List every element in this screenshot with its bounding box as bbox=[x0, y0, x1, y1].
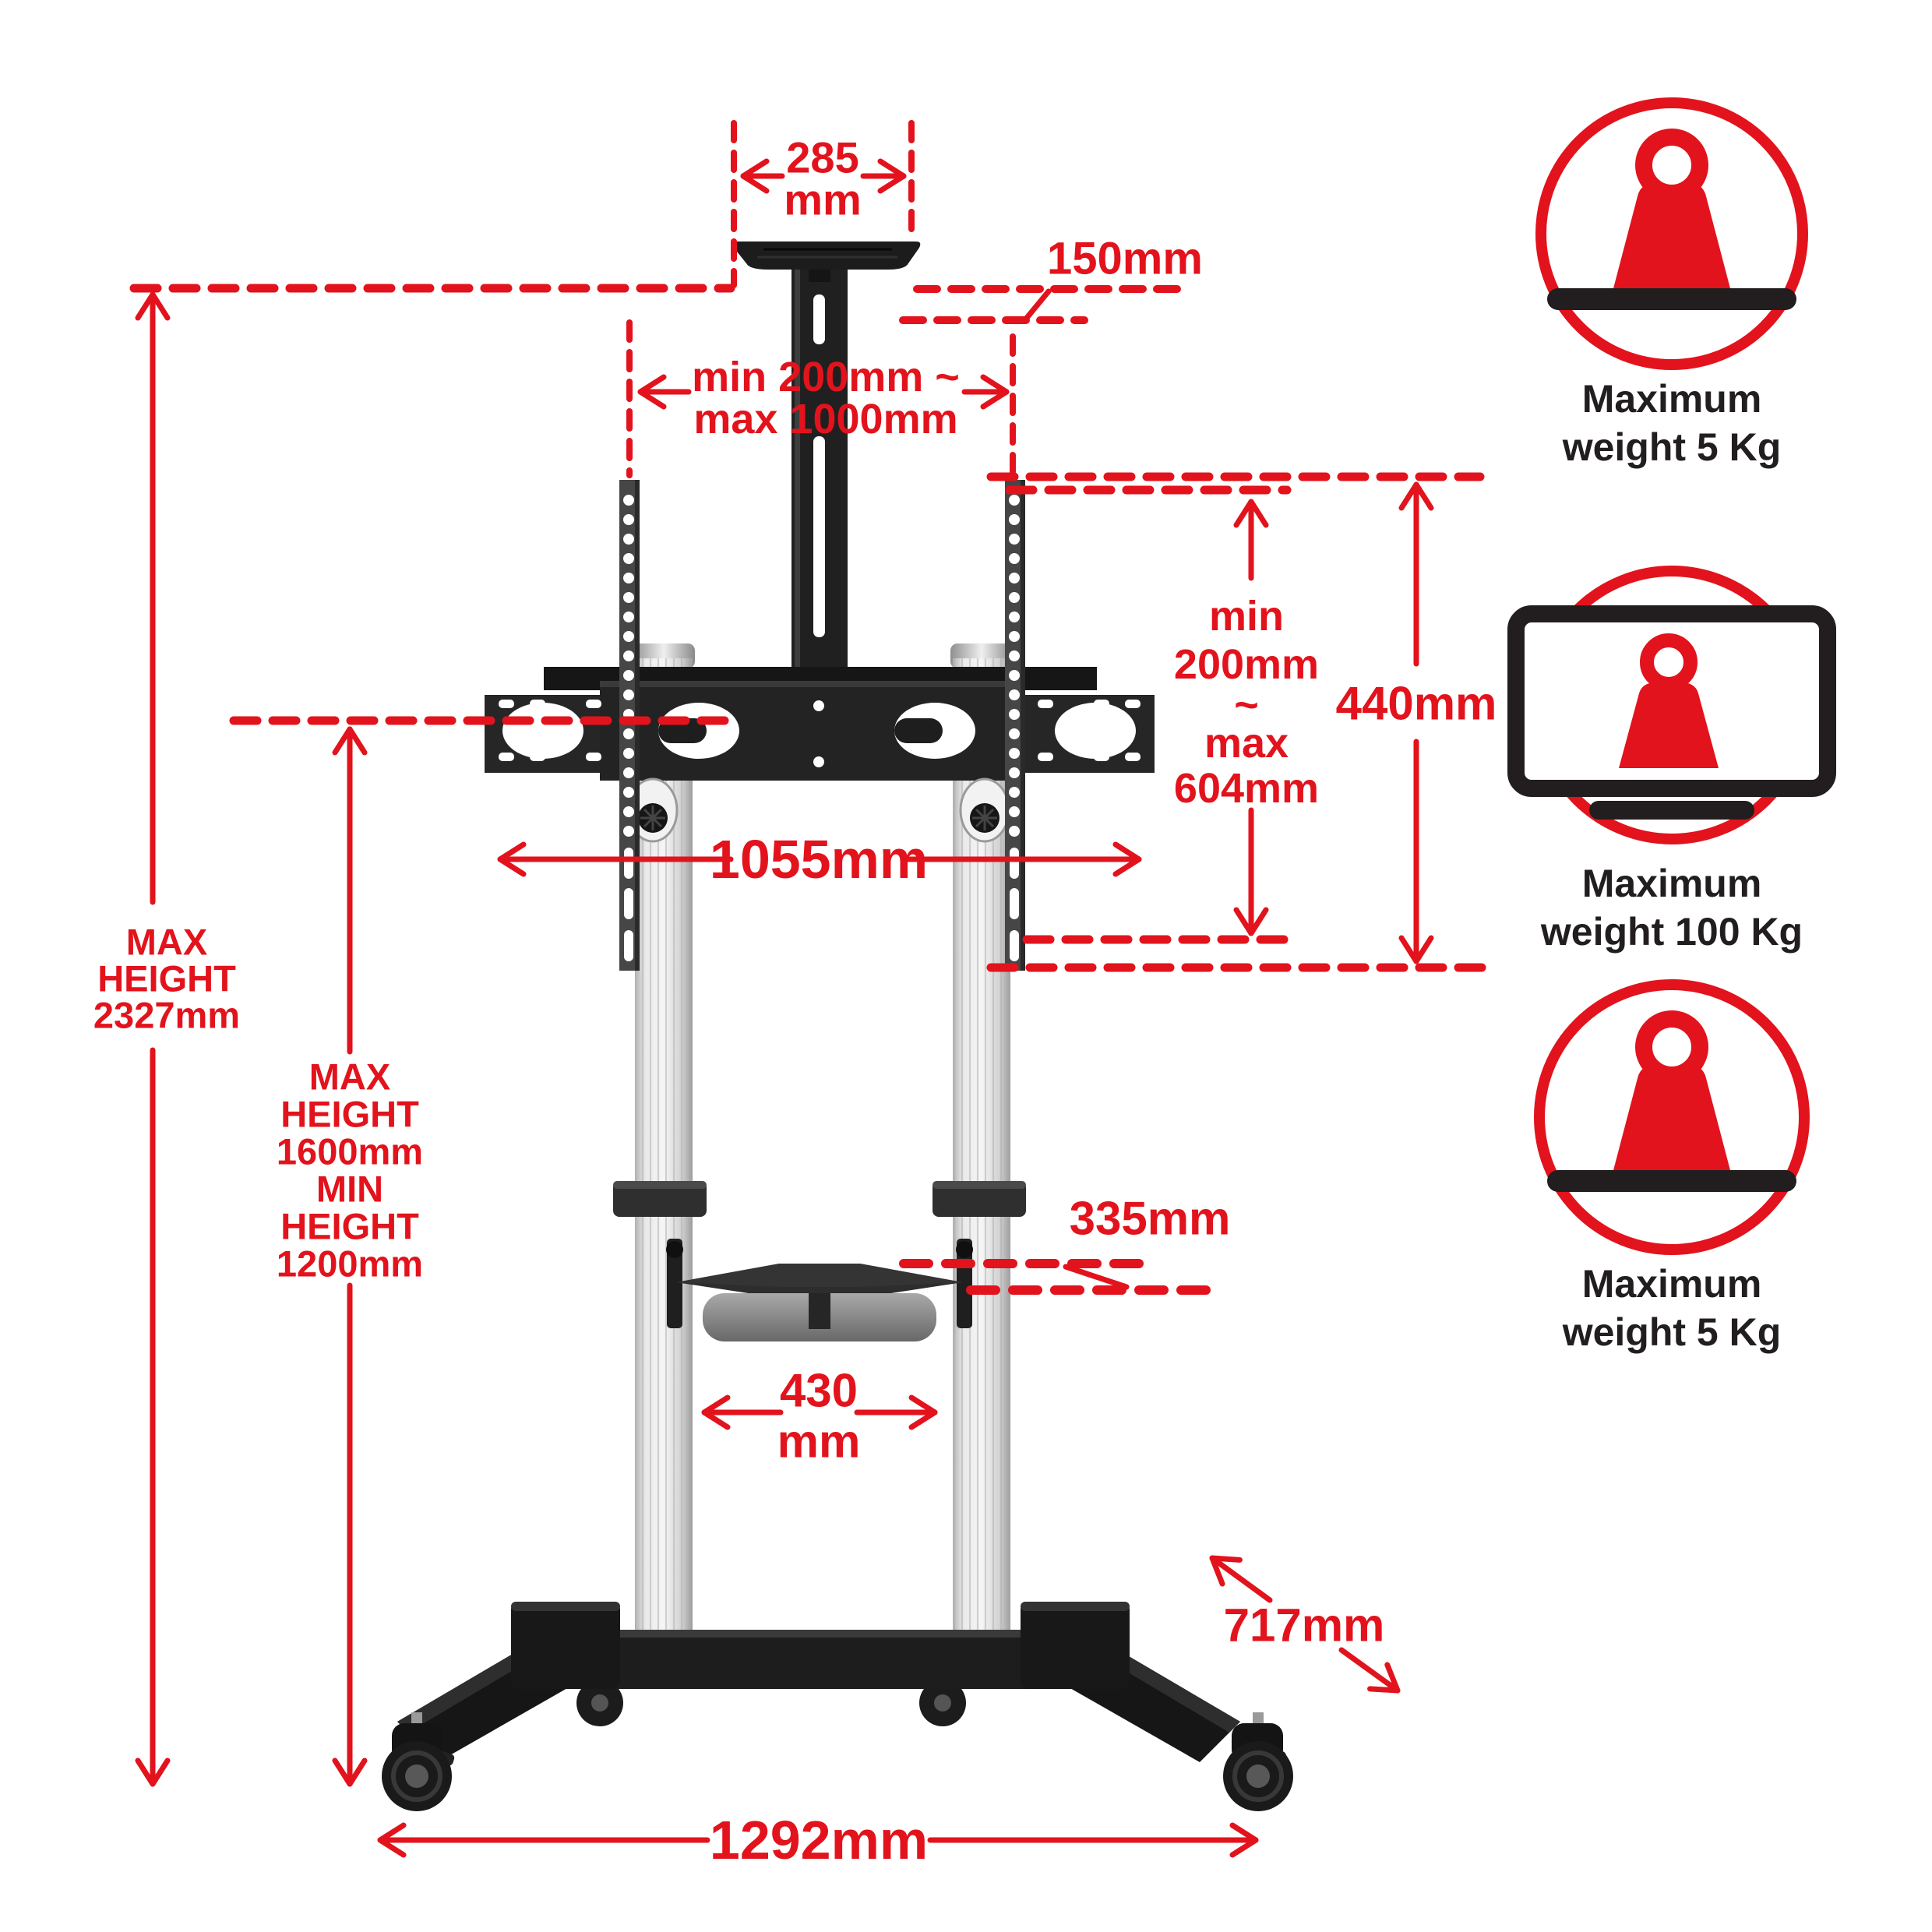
plate-width-value: 285 bbox=[786, 133, 858, 182]
left-column bbox=[633, 643, 695, 1659]
tv-stand-bar-icon bbox=[1589, 801, 1754, 820]
ref-connector-150 bbox=[1024, 288, 1052, 321]
middle-shelf bbox=[666, 1239, 973, 1341]
base-depth-label: 717mm bbox=[1224, 1599, 1385, 1652]
right-clamp-collar bbox=[933, 1181, 1026, 1217]
badge2-label-line1: Maximum bbox=[1582, 862, 1762, 905]
weight-icon bbox=[1613, 182, 1731, 291]
badge3-circle bbox=[1534, 979, 1810, 1255]
vesa-height-line3: ~ bbox=[1234, 682, 1259, 728]
bracket-width-label: 1055mm bbox=[710, 829, 928, 890]
ref-connector-shelf bbox=[1063, 1264, 1130, 1290]
vesa-width-line2: max 1000mm bbox=[693, 396, 957, 442]
column-height-line4: MIN bbox=[316, 1169, 383, 1210]
crossbar-oval-4 bbox=[1055, 703, 1136, 759]
left-vesa-rail bbox=[619, 480, 640, 971]
shelf-width-line2: mm bbox=[777, 1416, 861, 1468]
camera-shelf-plate bbox=[732, 242, 921, 282]
badge-bottom-shelf-weight: Maximum weight 5 Kg bbox=[1534, 979, 1810, 1354]
camera-shelf-pole bbox=[791, 269, 848, 679]
weight-badges: Maximum weight 5 Kg Maximum weight 100 K… bbox=[1507, 97, 1836, 1354]
vesa-width-line1: min 200mm ~ bbox=[692, 354, 960, 400]
badge3-label-line2: weight 5 Kg bbox=[1562, 1310, 1782, 1354]
max-height-line2: HEIGHT bbox=[97, 958, 236, 999]
right-clamp-highlight bbox=[933, 1181, 1026, 1189]
crossbar-oval-1 bbox=[502, 703, 583, 759]
weight-handle-icon bbox=[1640, 633, 1698, 691]
column-height-line3: 1600mm bbox=[277, 1131, 423, 1172]
base-depth-arrow-upper bbox=[1209, 1555, 1273, 1603]
right-vesa-rail bbox=[1005, 480, 1025, 971]
weight-handle-icon bbox=[1635, 1010, 1708, 1084]
weight-icon bbox=[1613, 1064, 1731, 1173]
max-height-line3: 2327mm bbox=[93, 995, 240, 1036]
shelf-bar-icon bbox=[1547, 288, 1796, 310]
left-clamp-highlight bbox=[613, 1181, 707, 1189]
badge1-label-line1: Maximum bbox=[1582, 377, 1762, 421]
column-height-line1: MAX bbox=[309, 1056, 390, 1098]
front-left-caster bbox=[382, 1712, 455, 1811]
vesa-height-line1: min bbox=[1209, 593, 1284, 640]
base bbox=[382, 1602, 1293, 1811]
shelf-bar-icon bbox=[1547, 1170, 1796, 1192]
badge3-label-line1: Maximum bbox=[1582, 1262, 1762, 1306]
base-beam bbox=[545, 1630, 1095, 1689]
bracket-height-label: 440mm bbox=[1336, 678, 1497, 730]
shelf-offset-label: 335mm bbox=[1070, 1193, 1231, 1245]
shelf-width-line1: 430 bbox=[780, 1365, 858, 1417]
column-height-line2: HEIGHT bbox=[280, 1094, 419, 1135]
base-width-label: 1292mm bbox=[710, 1810, 928, 1870]
left-tilt-knob bbox=[627, 777, 679, 843]
left-clamp-collar bbox=[613, 1181, 707, 1217]
weight-icon bbox=[1619, 682, 1719, 768]
front-right-caster bbox=[1223, 1712, 1293, 1811]
badge-top-shelf-weight: Maximum weight 5 Kg bbox=[1535, 97, 1808, 469]
plate-width-unit: mm bbox=[784, 175, 862, 224]
crossbar bbox=[485, 667, 1155, 843]
badge1-circle bbox=[1535, 97, 1808, 370]
column-height-line6: 1200mm bbox=[277, 1243, 423, 1285]
max-height-line1: MAX bbox=[126, 922, 207, 963]
badge1-label-line2: weight 5 Kg bbox=[1562, 425, 1782, 469]
vesa-height-line4: max bbox=[1204, 720, 1289, 767]
right-tilt-knob bbox=[959, 777, 1010, 843]
base-depth-arrow-lower bbox=[1338, 1647, 1401, 1694]
tv-floor-stand bbox=[382, 242, 1293, 1811]
vesa-height-line5: 604mm bbox=[1174, 765, 1319, 812]
column-height-line5: HEIGHT bbox=[280, 1206, 419, 1247]
dimension-annotations: 285 mm 150mm min 200mm ~ max 1000mm min … bbox=[93, 120, 1497, 1870]
vesa-height-line2: 200mm bbox=[1174, 641, 1319, 688]
badge2-label-line2: weight 100 Kg bbox=[1540, 910, 1803, 954]
badge-screen-weight: Maximum weight 100 Kg bbox=[1507, 566, 1836, 954]
weight-handle-icon bbox=[1635, 129, 1708, 202]
plate-height-label: 150mm bbox=[1047, 234, 1203, 284]
